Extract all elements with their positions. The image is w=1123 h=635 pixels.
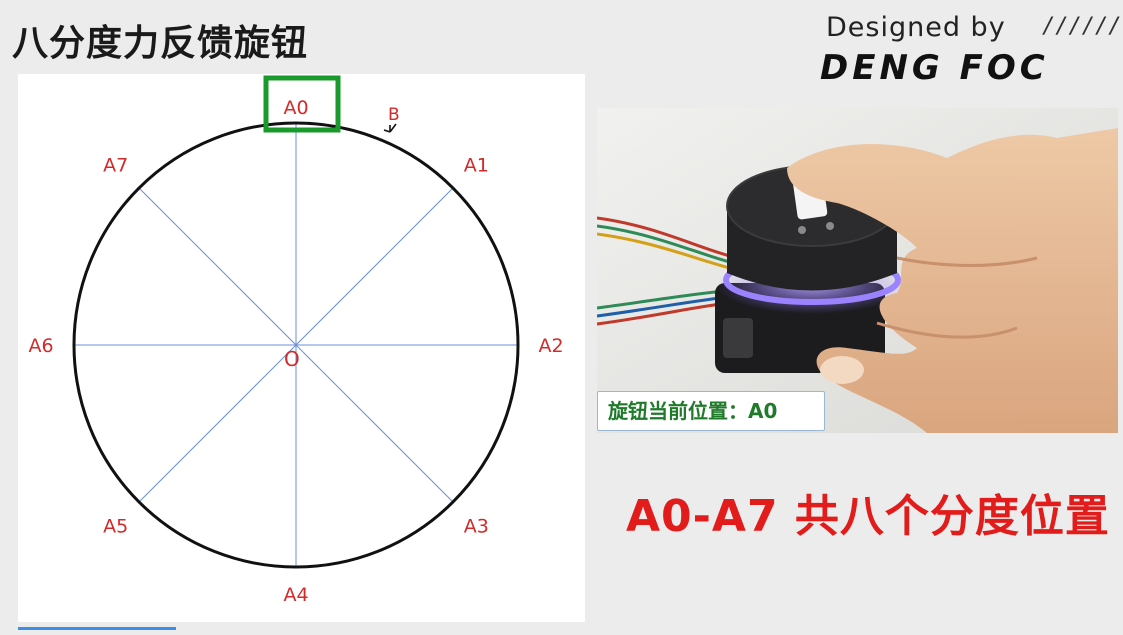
dial-circle — [72, 121, 520, 569]
position-label-a0: A0 — [283, 97, 308, 119]
spoke-a7 — [138, 187, 297, 346]
position-label-a2: A2 — [538, 335, 563, 357]
brand-logo: DENG FOC — [820, 48, 1049, 88]
position-label-a4: A4 — [283, 584, 308, 606]
position-label-a5: A5 — [103, 515, 128, 537]
knob-photo — [597, 108, 1118, 433]
marker-label-b: B — [388, 105, 400, 125]
brand-designed-by: Designed by — [826, 12, 1006, 43]
position-label-a7: A7 — [103, 155, 128, 177]
spoke-a5 — [138, 344, 297, 503]
diagram-spokes — [74, 123, 518, 567]
hand-icon — [787, 128, 1118, 433]
spoke-a3 — [295, 344, 454, 503]
highlight-box-a0 — [263, 75, 341, 133]
knob-position-caption: 旋钮当前位置：A0 — [597, 391, 825, 431]
slide-title: 八分度力反馈旋钮 — [12, 23, 309, 64]
marker-arrow-icon — [383, 123, 397, 133]
center-label-o: O — [284, 347, 300, 371]
position-label-a6: A6 — [28, 335, 53, 357]
spoke-a1 — [295, 187, 454, 346]
position-label-a3: A3 — [464, 515, 489, 537]
brand-slashes: ////// — [1042, 14, 1122, 39]
position-label-a1: A1 — [464, 155, 489, 177]
video-progress-bar — [18, 627, 176, 630]
summary-text: A0-A7 共八个分度位置 — [626, 491, 1110, 542]
knob-illustration — [597, 108, 1118, 433]
